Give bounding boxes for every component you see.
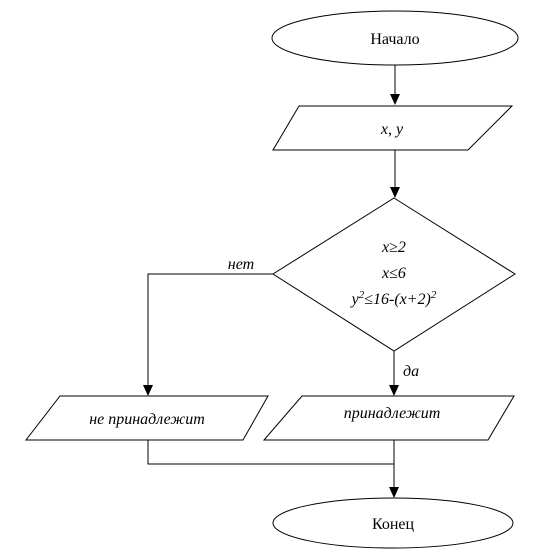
branch-no-label: нет bbox=[228, 256, 254, 273]
output-no-node: не принадлежит bbox=[24, 395, 269, 441]
condition-line-3: y2≤16-(x+2)2 bbox=[350, 289, 437, 308]
connector-input-decision bbox=[390, 150, 400, 198]
condition-line-3-part2: ≤16-(x+2) bbox=[364, 291, 431, 308]
condition-line-3-part1: y bbox=[350, 291, 360, 308]
connector-merge bbox=[147, 440, 399, 498]
end-node: Конец bbox=[272, 497, 514, 549]
connector-yes-branch bbox=[389, 351, 399, 396]
start-node: Начало bbox=[271, 10, 519, 66]
branch-yes-label: да bbox=[403, 363, 419, 380]
start-label: Начало bbox=[370, 31, 419, 48]
output-no-label: не принадлежит bbox=[89, 411, 205, 428]
condition-line-3-exp2: 2 bbox=[431, 289, 437, 301]
input-node: x, y bbox=[272, 105, 514, 151]
condition-line-2: x≤6 bbox=[381, 265, 406, 282]
decision-node: x≥2 x≤6 y2≤16-(x+2)2 bbox=[272, 197, 516, 352]
condition-line-3-exp1: 2 bbox=[359, 289, 365, 301]
connector-start-input bbox=[390, 65, 400, 105]
end-label: Конец bbox=[372, 516, 415, 533]
input-label: x, y bbox=[380, 121, 404, 138]
output-yes-label: принадлежит bbox=[344, 405, 441, 422]
connector-no-branch bbox=[143, 273, 273, 396]
condition-line-1: x≥2 bbox=[381, 239, 406, 256]
output-yes-node: принадлежит bbox=[262, 395, 515, 441]
